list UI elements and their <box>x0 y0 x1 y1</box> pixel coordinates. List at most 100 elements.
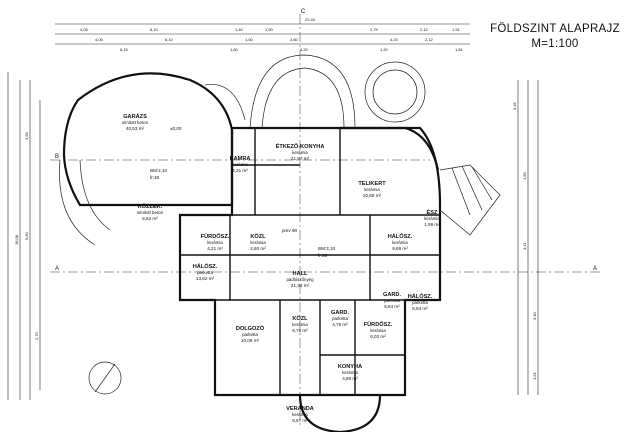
room-area: 4,75 m² <box>332 322 348 327</box>
room-name: HÁLÓSZ. <box>193 262 218 270</box>
round-terrace-inner <box>372 69 418 115</box>
room-area: 8,67 m² <box>292 418 308 423</box>
room-floor: parketta <box>384 298 400 303</box>
dim-text: 2,12 <box>425 37 434 42</box>
dim-text: 1,50 <box>245 37 254 42</box>
room-name: KAMRA <box>230 156 251 162</box>
stair-step <box>471 166 493 201</box>
room-area: 9,69 m² <box>392 246 408 251</box>
dim-text: 3,60 <box>24 131 29 140</box>
dim-text: 4,23 <box>390 37 399 42</box>
drawing-scale: M=1:100 <box>531 38 579 50</box>
room-name: DOLGOZÓ <box>236 324 265 332</box>
room-floor: kerámia <box>292 322 308 327</box>
right-stair <box>439 164 501 236</box>
dim-text: 4,11 <box>522 242 527 250</box>
room-area: 20,65 m² <box>363 193 382 198</box>
drawing-title-line1: FÖLDSZINT ALAPRAJZ <box>490 23 620 35</box>
dim-text: 3,45 <box>512 101 517 110</box>
room-name: HÁLÓSZ. <box>408 292 433 300</box>
room-floor: padlószőnyeg <box>286 277 314 282</box>
veranda-wall <box>298 394 382 432</box>
north-arrow <box>88 361 122 395</box>
room-area: 1,99 m² <box>424 222 440 227</box>
terrace-arc-inner <box>261 67 345 129</box>
dim-text: 1,20 <box>380 47 389 52</box>
room-floor: kerámia <box>424 216 440 221</box>
drawing-title: FÖLDSZINT ALAPRAJZ M=1:100 <box>480 22 630 52</box>
bm-label: BM:3,10 <box>318 246 336 251</box>
fr-label: fr:30 <box>318 253 328 258</box>
round-terrace <box>364 61 426 123</box>
level-label: ±0,00 <box>170 126 182 131</box>
north-arrow-pointer <box>94 363 116 393</box>
room-area: 21,97 m² <box>291 156 310 161</box>
room-area: 8,64 m² <box>412 306 428 311</box>
room-name: KÖZLEK. <box>138 203 163 210</box>
room-floor: parketta <box>332 316 348 321</box>
dim-text: 1,80 <box>230 47 239 52</box>
room-name: VERANDA <box>286 406 314 412</box>
room-name: HÁLÓSZ. <box>388 232 413 240</box>
room-area: 6,02 m² <box>370 334 386 339</box>
room-name: TELIKERT <box>358 181 386 187</box>
stair-step <box>451 167 471 216</box>
dim-text: 5,60 <box>24 231 29 240</box>
room-name: FÜRDŐSZ. <box>201 233 230 240</box>
dim-text: 1,90 <box>265 27 274 32</box>
dim-text: 2,70 <box>34 331 39 340</box>
room-floor: kerámia <box>370 328 386 333</box>
room-name: GARÁZS <box>123 113 147 120</box>
dim-text: 2,60 <box>290 37 299 42</box>
room-floor: simitott beton <box>137 210 164 215</box>
room-area: 5,62 m² <box>142 216 158 221</box>
room-floor: parketta <box>197 270 213 275</box>
room-name: ÉSZ <box>427 208 438 216</box>
room-floor: kerámia <box>232 162 248 167</box>
room-area: 5,64 m² <box>384 304 400 309</box>
room-floor: kerámia <box>250 240 266 245</box>
section-mark-b: B <box>55 154 59 160</box>
dim-text: 1,51 <box>532 371 537 380</box>
room-name: GARD. <box>383 292 401 298</box>
room-floor: kerámia <box>292 150 308 155</box>
section-mark-a-right: A <box>593 266 597 272</box>
room-floor: kerámia <box>292 412 308 417</box>
room-area: 13,62 m² <box>196 276 215 281</box>
room-floor: simitott beton <box>122 120 149 125</box>
stair-step <box>461 165 483 211</box>
dim-text: 18,08 <box>14 234 19 245</box>
room-floor: parketta <box>242 332 258 337</box>
room-floor: kerámia <box>342 370 358 375</box>
dim-text: 4,05 <box>80 27 89 32</box>
ramp-curve-inner <box>79 159 111 231</box>
room-area: 4,80 m² <box>342 376 358 381</box>
room-floor: kerámia <box>364 187 380 192</box>
dim-text: 6,10 <box>165 37 174 42</box>
bm-label: BM:2,10 <box>150 168 168 173</box>
winter-garden-wall <box>340 126 440 171</box>
section-mark-c: C <box>301 9 306 15</box>
room-area: 4,21 m² <box>207 246 223 251</box>
garage-stair <box>204 84 246 121</box>
room-name: KÖZL <box>292 315 308 322</box>
dim-text: 22,40 <box>305 17 316 22</box>
dim-text: 1,80 <box>522 171 527 180</box>
room-floor: parketta <box>412 300 428 305</box>
dim-text: 6,10 <box>150 27 159 32</box>
dim-text: 4,05 <box>95 37 104 42</box>
room-name: KÖZL <box>250 233 266 240</box>
room-area: 4,31 m² <box>232 168 248 173</box>
room-floor: kerámia <box>207 240 223 245</box>
room-area: 6,76 m² <box>292 328 308 333</box>
dim-text: 6,15 <box>120 47 129 52</box>
room-area: 2,60 m² <box>250 246 266 251</box>
door-label: pmv 90 <box>282 228 298 233</box>
room-name: GARD. <box>331 310 349 316</box>
main-outer-wall <box>178 126 442 397</box>
room-area: 21,34 m² <box>291 283 310 288</box>
dim-text: 3,40 <box>532 311 537 320</box>
room-name: HALL <box>293 271 308 277</box>
